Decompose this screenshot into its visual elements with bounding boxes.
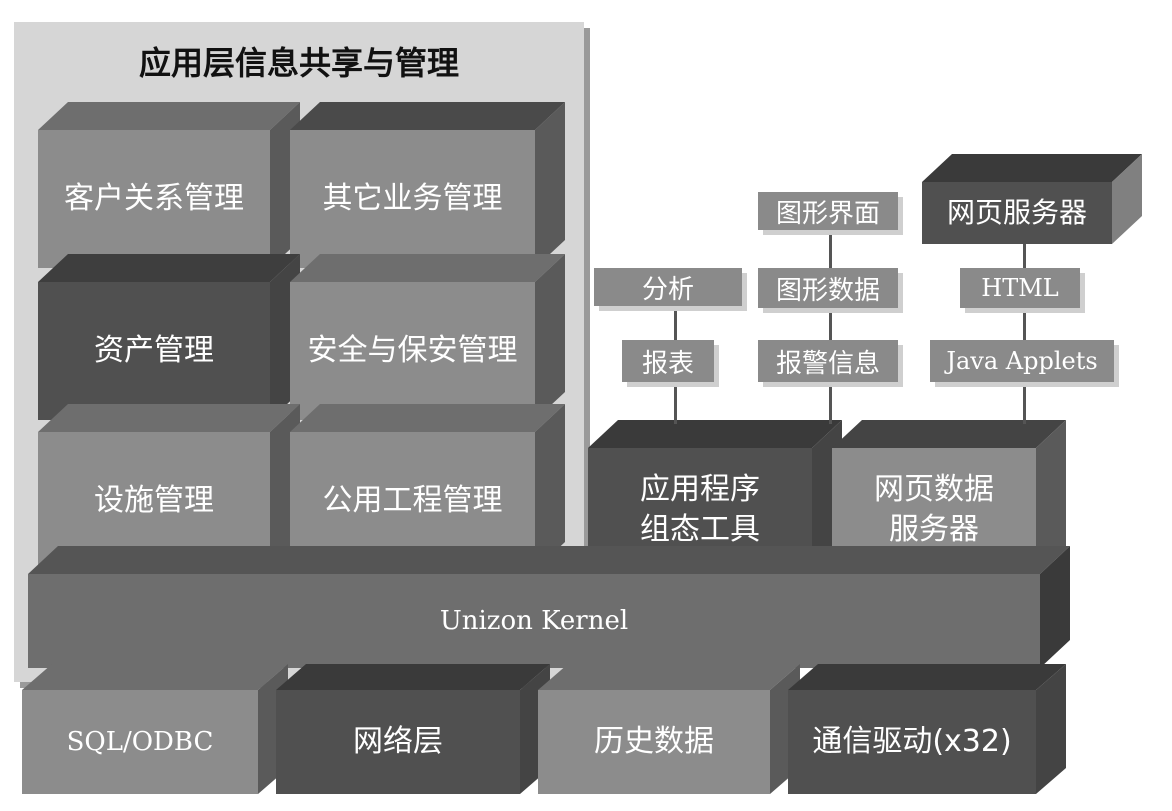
label-other-business: 其它业务管理 bbox=[322, 181, 503, 216]
tag-alarm-info: 报警信息 bbox=[758, 340, 898, 382]
block-comm-driver bbox=[788, 664, 1066, 794]
label-asset: 资产管理 bbox=[94, 333, 214, 368]
block-kernel bbox=[28, 546, 1070, 668]
block-other-business bbox=[290, 102, 565, 268]
panel-title: 应用层信息共享与管理 bbox=[138, 44, 459, 82]
label-utility: 公用工程管理 bbox=[322, 483, 503, 518]
tag-graphic-data: 图形数据 bbox=[758, 268, 898, 308]
block-web-server bbox=[922, 154, 1142, 244]
label-comm-driver: 通信驱动(x32) bbox=[812, 724, 1012, 759]
label-facility: 设施管理 bbox=[94, 483, 214, 518]
label-crm: 客户关系管理 bbox=[64, 181, 244, 216]
tag-html: HTML bbox=[960, 268, 1080, 308]
tag-java-applets: Java Applets bbox=[930, 340, 1114, 382]
tag-graphic-ui: 图形界面 bbox=[758, 192, 898, 230]
label-security: 安全与保安管理 bbox=[307, 333, 518, 368]
connector-graphic bbox=[829, 230, 832, 424]
label-kernel: Unizon Kernel bbox=[439, 606, 629, 636]
block-network-layer bbox=[276, 664, 550, 794]
label-sql-odbc: SQL/ODBC bbox=[66, 727, 214, 757]
block-history-data bbox=[538, 664, 800, 794]
label-web-data-server: 网页数据 服务器 bbox=[874, 472, 994, 547]
label-web-server: 网页服务器 bbox=[946, 196, 1087, 229]
label-history-data: 历史数据 bbox=[594, 724, 714, 759]
tag-report: 报表 bbox=[622, 340, 714, 382]
label-config-tool: 应用程序 组态工具 bbox=[640, 472, 760, 547]
block-security bbox=[290, 254, 565, 420]
tag-analysis: 分析 bbox=[594, 268, 742, 306]
connector-web bbox=[1023, 244, 1026, 424]
label-network-layer: 网络层 bbox=[353, 724, 443, 759]
